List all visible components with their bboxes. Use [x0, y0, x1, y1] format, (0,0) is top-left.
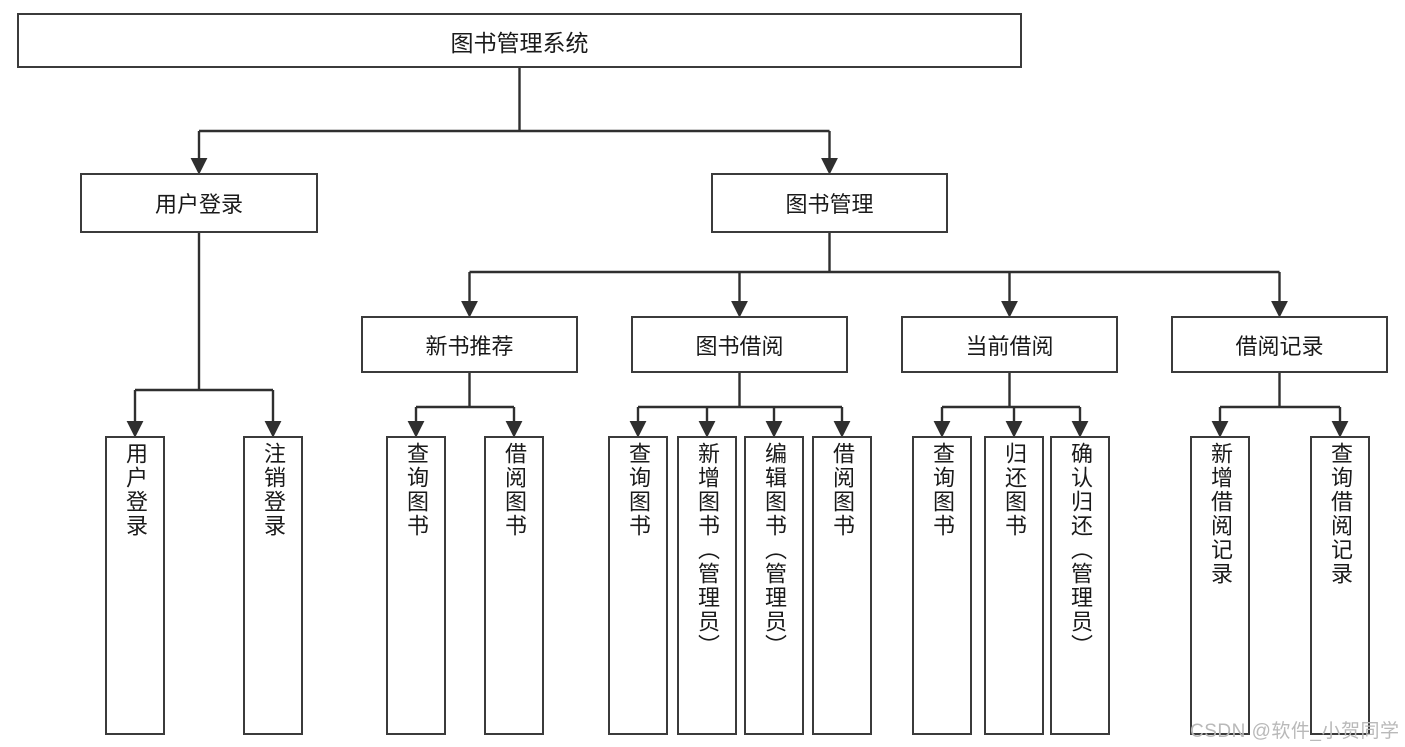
- csdn-watermark: CSDN @软件_小贺同学: [1190, 721, 1400, 742]
- leaf-node-label: 查询图书: [404, 442, 429, 538]
- node-new-book-recommend[interactable]: 新书推荐: [361, 316, 578, 373]
- leaf-node-label: 查询图书: [626, 442, 651, 538]
- leaf-node[interactable]: 借阅图书: [484, 436, 544, 735]
- leaf-node[interactable]: 借阅图书: [812, 436, 872, 735]
- leaf-node-label: 归还图书: [1002, 442, 1027, 538]
- node-current-borrow[interactable]: 当前借阅: [901, 316, 1118, 373]
- leaf-node-label: 新增借阅记录: [1208, 442, 1233, 586]
- node-book-management-label: 图书管理: [785, 192, 874, 217]
- leaf-node[interactable]: 用户登录: [105, 436, 165, 735]
- node-borrow-records[interactable]: 借阅记录: [1171, 316, 1388, 373]
- node-user-login[interactable]: 用户登录: [80, 173, 318, 233]
- leaf-node-label: 借阅图书: [830, 442, 855, 538]
- leaf-node-label: 查询图书: [930, 442, 955, 538]
- leaf-node[interactable]: 查询图书: [608, 436, 668, 735]
- node-current-borrow-label: 当前借阅: [965, 333, 1054, 359]
- leaf-node-label: 编辑图书（管理员）: [762, 442, 787, 658]
- leaf-node-label: 借阅图书: [502, 442, 527, 538]
- node-book-borrow-label: 图书借阅: [695, 333, 784, 359]
- node-book-management[interactable]: 图书管理: [711, 173, 948, 233]
- leaf-node[interactable]: 查询图书: [912, 436, 972, 735]
- node-book-borrow[interactable]: 图书借阅: [631, 316, 848, 373]
- leaf-node[interactable]: 新增图书（管理员）: [677, 436, 737, 735]
- leaf-node-label: 新增图书（管理员）: [695, 442, 720, 658]
- leaf-node[interactable]: 归还图书: [984, 436, 1044, 735]
- leaf-node[interactable]: 编辑图书（管理员）: [744, 436, 804, 735]
- leaf-node[interactable]: 确认归还（管理员）: [1050, 436, 1110, 735]
- leaf-node-label: 用户登录: [123, 442, 148, 538]
- node-new-book-recommend-label: 新书推荐: [425, 333, 514, 359]
- leaf-node[interactable]: 查询借阅记录: [1310, 436, 1370, 735]
- leaf-node-label: 查询借阅记录: [1328, 442, 1353, 586]
- leaf-node[interactable]: 新增借阅记录: [1190, 436, 1250, 735]
- node-borrow-records-label: 借阅记录: [1235, 333, 1324, 359]
- node-root-label: 图书管理系统: [450, 29, 589, 56]
- node-user-login-label: 用户登录: [154, 192, 243, 217]
- leaf-node-label: 确认归还（管理员）: [1068, 442, 1093, 658]
- leaf-node[interactable]: 查询图书: [386, 436, 446, 735]
- leaf-node[interactable]: 注销登录: [243, 436, 303, 735]
- leaf-node-label: 注销登录: [261, 442, 286, 538]
- node-root[interactable]: 图书管理系统: [17, 13, 1022, 68]
